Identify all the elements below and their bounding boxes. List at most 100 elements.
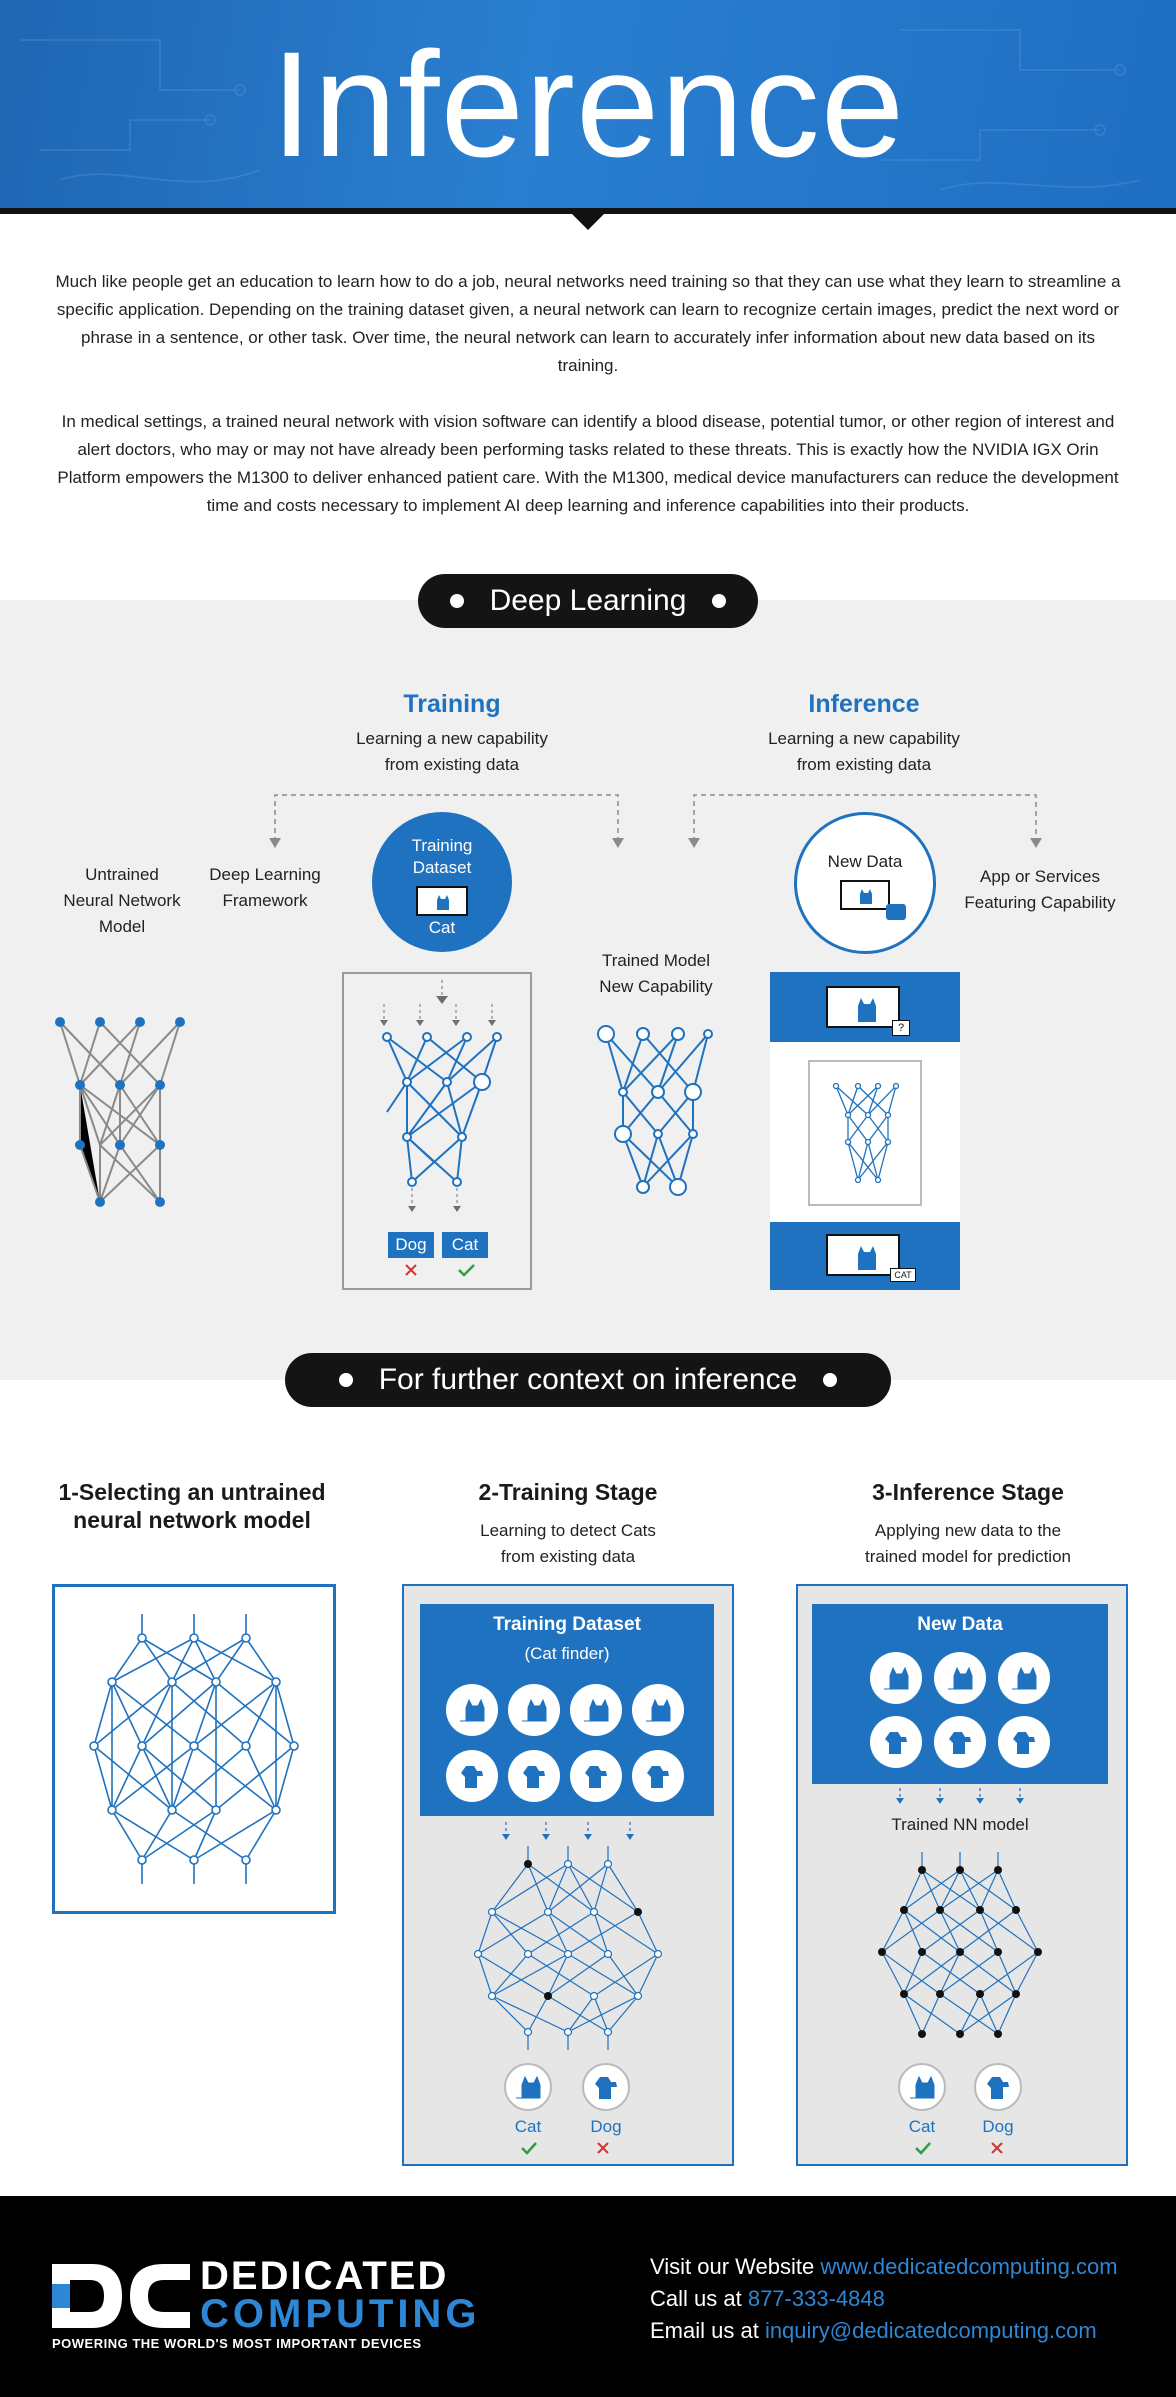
training-dataset-label-1: Training (411, 836, 473, 855)
dog-icon (508, 1750, 560, 1802)
inference-sub-2: from existing data (796, 755, 932, 774)
result-marks (405, 1264, 475, 1277)
framework-label-2: Framework (222, 891, 308, 910)
cat-icon (858, 998, 876, 1022)
inference-heading: Inference (808, 690, 920, 718)
deep-learning-label: Deep Learning (489, 584, 687, 617)
untrained-label-3: Model (98, 917, 146, 936)
cat-icon (570, 1684, 622, 1736)
cat-icon (858, 1246, 876, 1270)
step3-cat-label: Cat (908, 2117, 936, 2136)
step3-dog-label: Dog (982, 2117, 1014, 2136)
check-icon (458, 1264, 475, 1277)
intro-paragraph-1: Much like people get an education to lea… (55, 272, 1121, 375)
step2-sub-1: Learning to detect Cats (480, 1521, 656, 1540)
dog-tag: Dog (388, 1232, 434, 1258)
training-dataset-sub: (Cat finder) (524, 1644, 610, 1663)
step1-title-2: neural network model (73, 1507, 311, 1533)
step2-result-marks (521, 2142, 609, 2155)
dog-icon (998, 1716, 1050, 1768)
app-label-1: App or Services (980, 867, 1100, 886)
training-network-diagram (380, 980, 502, 1212)
step2-cat-label: Cat (514, 2117, 542, 2136)
connector-arrows (269, 794, 1042, 848)
untrained-deep-network (89, 1614, 299, 1884)
pill-dot-left (449, 594, 464, 608)
dog-result-icon (974, 2063, 1022, 2111)
deep-learning-section (0, 600, 1176, 1380)
hero-divider (0, 208, 1176, 214)
context-label: For further context on inference (378, 1363, 798, 1396)
dog-result-icon (582, 2063, 630, 2111)
untrained-label-2: Neural Network (63, 891, 181, 910)
email-link[interactable]: inquiry@dedicatedcomputing.com (764, 2318, 1097, 2343)
dog-icon (570, 1750, 622, 1802)
context-pill: For further context on inference (285, 1353, 891, 1407)
pill-dot-right (712, 594, 727, 608)
circuit-pattern (20, 29, 1141, 191)
cat-icon (437, 895, 449, 910)
trained-model-label-2: New Capability (599, 977, 713, 996)
step3-title: 3-Inference Stage (872, 1479, 1064, 1505)
framework-label-1: Deep Learning (209, 865, 321, 884)
untrained-network-diagram (55, 1017, 185, 1207)
app-label-2: Featuring Capability (964, 893, 1116, 912)
dc-logo-icon (52, 2264, 190, 2328)
step3-result-marks (915, 2142, 1003, 2155)
training-stage-network (473, 1822, 663, 2050)
training-dataset-label-2: Dataset (412, 858, 472, 877)
inference-small-network (832, 1082, 900, 1184)
step3-sub-1: Applying new data to the (874, 1521, 1062, 1540)
camera-icon (886, 904, 906, 920)
monitor-icon (416, 886, 468, 916)
trained-model-label-1: Trained Model (601, 951, 711, 970)
monitor-cat-icon (826, 986, 900, 1028)
logo-wordmark-1: DEDICATED (200, 2254, 449, 2298)
step2-dog-label: Dog (590, 2117, 622, 2136)
trained-network-diagram (597, 1025, 713, 1196)
new-data-title: New Data (917, 1614, 1003, 1635)
cat-icon (446, 1684, 498, 1736)
check-icon (915, 2142, 931, 2155)
training-dataset-grid (446, 1684, 696, 1802)
step2-sub-2: from existing data (500, 1547, 636, 1566)
cross-icon (991, 2142, 1003, 2154)
email-line: Email us at inquiry@dedicatedcomputing.c… (650, 2318, 1097, 2344)
cat-tag: Cat (442, 1232, 488, 1258)
deep-learning-pill: Deep Learning (418, 574, 758, 628)
step2-title: 2-Training Stage (478, 1479, 658, 1505)
new-data-grid (870, 1652, 1050, 1768)
question-badge: ? (892, 1020, 910, 1036)
pill-dot-right (823, 1373, 838, 1387)
website-label: Visit our Website (650, 2254, 821, 2279)
cat-icon (860, 889, 872, 904)
step3-sub-2: trained model for prediction (864, 1547, 1071, 1566)
new-data-arrows (896, 1788, 1024, 1804)
training-dataset-circle (372, 812, 512, 952)
pill-dot-left (338, 1373, 353, 1387)
training-dataset-cat: Cat (428, 918, 456, 937)
inference-model-frame (808, 1060, 922, 1206)
website-link[interactable]: www.dedicatedcomputing.com (820, 2254, 1118, 2279)
dog-icon (446, 1750, 498, 1802)
phone-link[interactable]: 877-333-4848 (747, 2286, 885, 2311)
trained-nn-label: Trained NN model (891, 1815, 1029, 1834)
cross-icon (405, 1264, 417, 1276)
logo-tagline: POWERING THE WORLD'S MOST IMPORTANT DEVI… (52, 2336, 422, 2351)
training-box (342, 972, 532, 1290)
cross-icon (597, 2142, 609, 2154)
phone-label: Call us at (650, 2286, 748, 2311)
inference-stage-network (878, 1852, 1042, 2038)
email-label: Email us at (650, 2318, 765, 2343)
cat-result-icon (504, 2063, 552, 2111)
new-data-label: New Data (827, 852, 903, 871)
logo-wordmark-2: COMPUTING (200, 2292, 481, 2336)
monitor-icon-2 (840, 880, 890, 910)
footer: DEDICATED COMPUTING POWERING THE WORLD'S… (0, 2196, 1176, 2397)
cat-icon (934, 1652, 986, 1704)
dog-icon (870, 1716, 922, 1768)
page-title: Inference (270, 20, 906, 188)
training-dataset-title: Training Dataset (493, 1614, 641, 1635)
cat-icon (998, 1652, 1050, 1704)
dog-icon (934, 1716, 986, 1768)
